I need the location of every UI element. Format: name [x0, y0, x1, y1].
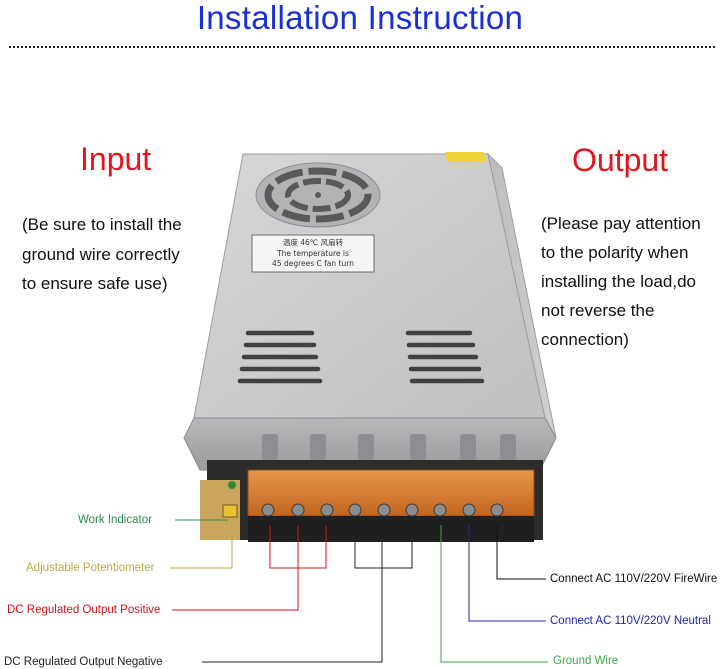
callout-ac-firewire: Connect AC 110V/220V FireWire — [550, 573, 718, 585]
output-note-line: connection) — [541, 330, 629, 349]
terminal-block — [200, 460, 543, 542]
output-note-line: not reverse the — [541, 301, 655, 320]
vent-slots-right — [405, 330, 485, 384]
label-line: The temperature is — [276, 249, 349, 258]
title-divider — [9, 46, 715, 48]
callout-work-indicator: Work Indicator — [78, 514, 152, 526]
output-note-line: (Please pay attention — [541, 214, 701, 233]
ground-leader — [440, 525, 548, 663]
warning-sticker — [445, 152, 486, 162]
output-note: (Please pay attention to the polarity wh… — [541, 209, 711, 354]
callout-adjustable-potentiometer: Adjustable Potentiometer — [26, 562, 155, 574]
input-note-line: ground wire correctly — [22, 244, 180, 264]
output-heading: Output — [572, 142, 669, 178]
chassis-front — [183, 417, 557, 471]
input-note-line: (Be sure to install the — [22, 215, 182, 234]
work-indicator-led — [228, 481, 236, 489]
vent-slots-left — [237, 330, 323, 384]
label-line: 45 degrees C fan turn — [272, 259, 354, 268]
neutral-leader — [468, 525, 546, 622]
input-note: (Be sure to install the ground wire corr… — [22, 210, 222, 299]
label-line: 温度 46℃ 风扇转 — [283, 237, 344, 247]
dc-negative-leader — [202, 525, 413, 663]
temperature-label: 温度 46℃ 风扇转 The temperature is 45 degrees… — [251, 234, 375, 273]
callout-ground-wire: Ground Wire — [553, 655, 619, 667]
potentiometer — [222, 504, 238, 518]
callout-ac-neutral: Connect AC 110V/220V Neutral — [550, 615, 711, 627]
dc-positive-leader — [172, 525, 327, 611]
fan-grille — [255, 162, 381, 228]
firewire-leader — [496, 525, 546, 580]
input-note-line: to ensure safe use) — [22, 274, 168, 293]
output-note-line: to the polarity when — [541, 243, 689, 262]
callout-dc-output-negative: DC Regulated Output Negative — [4, 656, 163, 668]
page-title: Installation Instruction — [196, 0, 524, 36]
output-note-line: installing the load,do — [541, 272, 697, 291]
callout-dc-output-positive: DC Regulated Output Positive — [7, 604, 161, 616]
input-heading: Input — [80, 141, 152, 177]
potentiometer-leader — [170, 518, 233, 569]
